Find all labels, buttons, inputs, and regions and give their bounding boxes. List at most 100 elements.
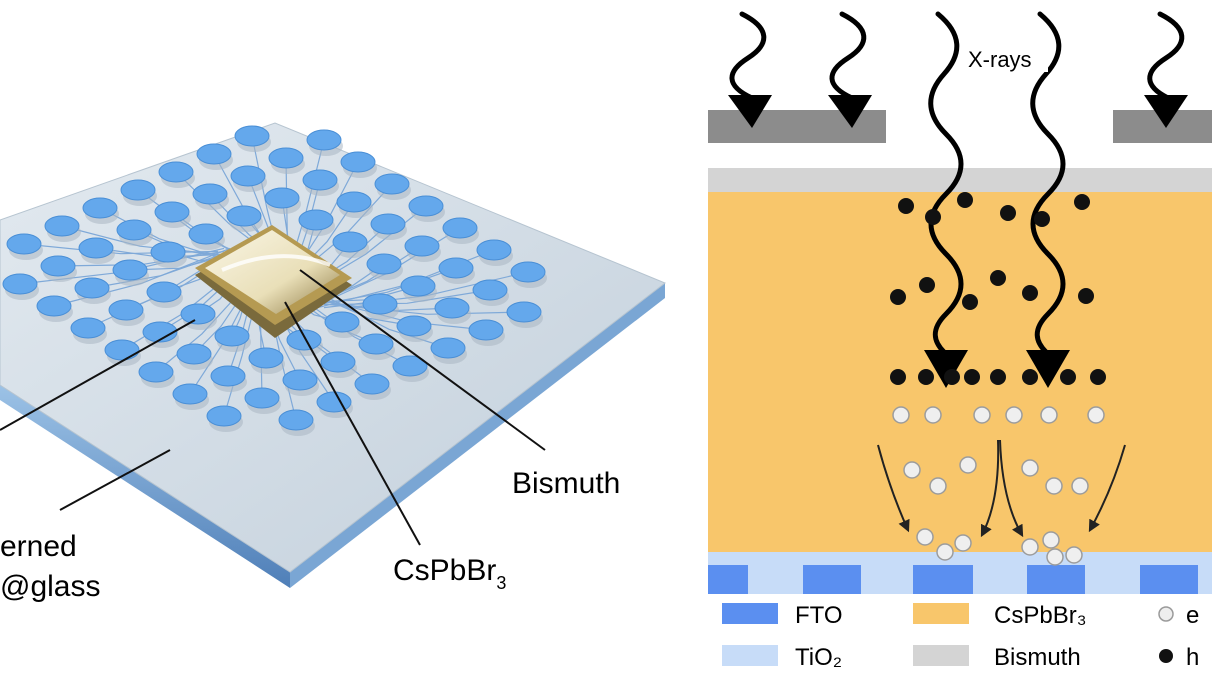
legend-electron-icon [1158, 606, 1174, 622]
fto-electrode [803, 565, 861, 594]
electrode-pad [158, 161, 194, 183]
hole-carrier [957, 192, 973, 208]
hole-carrier [944, 369, 960, 385]
legend-label-tio2: TiO₂ [795, 644, 842, 671]
electrode-pad [396, 315, 432, 337]
electrode-pad [476, 239, 512, 261]
cspbbr3-label-subscript: 3 [496, 573, 506, 593]
electrode-pad [142, 321, 178, 343]
legend-label-electron: e [1186, 602, 1199, 629]
electron-carrier [924, 406, 942, 424]
electrons-group [892, 406, 1105, 566]
electrode-pad [2, 273, 38, 295]
arrowhead [728, 95, 772, 128]
electrode-pad [374, 173, 410, 195]
xray-arrowheads [728, 95, 1188, 388]
patterned-fto-label-line1: erned [0, 530, 77, 563]
leader-lines [0, 269, 546, 546]
bismuth-label: Bismuth [512, 467, 620, 500]
electrode-pad [234, 125, 270, 147]
arrowhead [924, 350, 968, 388]
xray-arrow [1147, 11, 1185, 101]
hole-carrier [1074, 194, 1090, 210]
hole-carrier [990, 369, 1006, 385]
xray-arrow [729, 11, 767, 101]
electrode-pad [176, 343, 212, 365]
hole-carrier [918, 369, 934, 385]
xray-arrow [928, 11, 964, 355]
electrode-pad [332, 231, 368, 253]
electron-carrier [1021, 459, 1039, 477]
electrode-pad [112, 259, 148, 281]
electron-carrier [903, 461, 921, 479]
electrode-pad [366, 253, 402, 275]
electron-carrier [936, 543, 954, 561]
cspbbr3-label: CsPbBr3 [393, 554, 506, 593]
electrode-pad [282, 369, 318, 391]
electrode-pad [430, 337, 466, 359]
electrode-pad [188, 223, 224, 245]
electrode-pad [230, 165, 266, 187]
hole-carrier [1034, 211, 1050, 227]
electron-carrier [929, 477, 947, 495]
legend-label-fto: FTO [795, 602, 843, 629]
electrode-pad [278, 409, 314, 431]
hole-carrier [990, 270, 1006, 286]
hole-carrier [890, 289, 906, 305]
drift-arrow [980, 439, 1000, 538]
electron-carrier [1046, 548, 1064, 566]
bismuth-highlight [221, 254, 331, 272]
electrode-pad [196, 143, 232, 165]
electron-carrier [1042, 531, 1060, 549]
arrowhead [1026, 350, 1070, 388]
electrode-pad [40, 255, 76, 277]
bismuth-top-electrode [205, 230, 340, 314]
drift-arrow [1088, 444, 1126, 533]
interconnect-wire [99, 207, 219, 258]
electrode-pad [302, 169, 338, 191]
electron-carrier [973, 406, 991, 424]
electrode-pad [248, 347, 284, 369]
glass-substrate [0, 122, 666, 573]
electron-carrier [1005, 406, 1023, 424]
legend-label-hole: h [1186, 644, 1199, 671]
arrowhead [1144, 95, 1188, 128]
fto-electrode [1140, 565, 1198, 594]
electrode-pad [6, 233, 42, 255]
electrode-pad [408, 195, 444, 217]
electrode-pad [442, 217, 478, 239]
electrode-pad [468, 319, 504, 341]
electrode-pad [120, 179, 156, 201]
electrode-pad [320, 351, 356, 373]
electrode-pad [78, 237, 114, 259]
hole-carrier [925, 209, 941, 225]
electrode-pads [2, 125, 547, 436]
cross-section-diagram [708, 110, 1212, 594]
electrode-pad [226, 205, 262, 227]
electrode-pad [392, 355, 428, 377]
legend-swatch-fto [722, 603, 778, 624]
electrode-pad [336, 191, 372, 213]
electrode-pad [404, 235, 440, 257]
electrode-pad [150, 241, 186, 263]
electron-carrier [916, 528, 934, 546]
fto-electrode [913, 565, 973, 594]
electron-carrier [1087, 406, 1105, 424]
electrode-pad [354, 373, 390, 395]
legend-label-cspbbr3: CsPbBr₃ [994, 602, 1086, 629]
hole-carrier [962, 294, 978, 310]
electrode-pad [116, 219, 152, 241]
electrode-pad [172, 383, 208, 405]
xray-arrow [1030, 11, 1066, 355]
electrode-pad [104, 339, 140, 361]
hole-carrier [1000, 205, 1016, 221]
glass-edge-front [0, 385, 290, 588]
electrode-pad [138, 361, 174, 383]
interconnect-wire [329, 298, 449, 349]
holes-group [890, 192, 1106, 385]
xray-arrows [729, 11, 1185, 355]
electrode-pad [400, 275, 436, 297]
electrode-pad [154, 201, 190, 223]
electron-carrier [954, 534, 972, 552]
